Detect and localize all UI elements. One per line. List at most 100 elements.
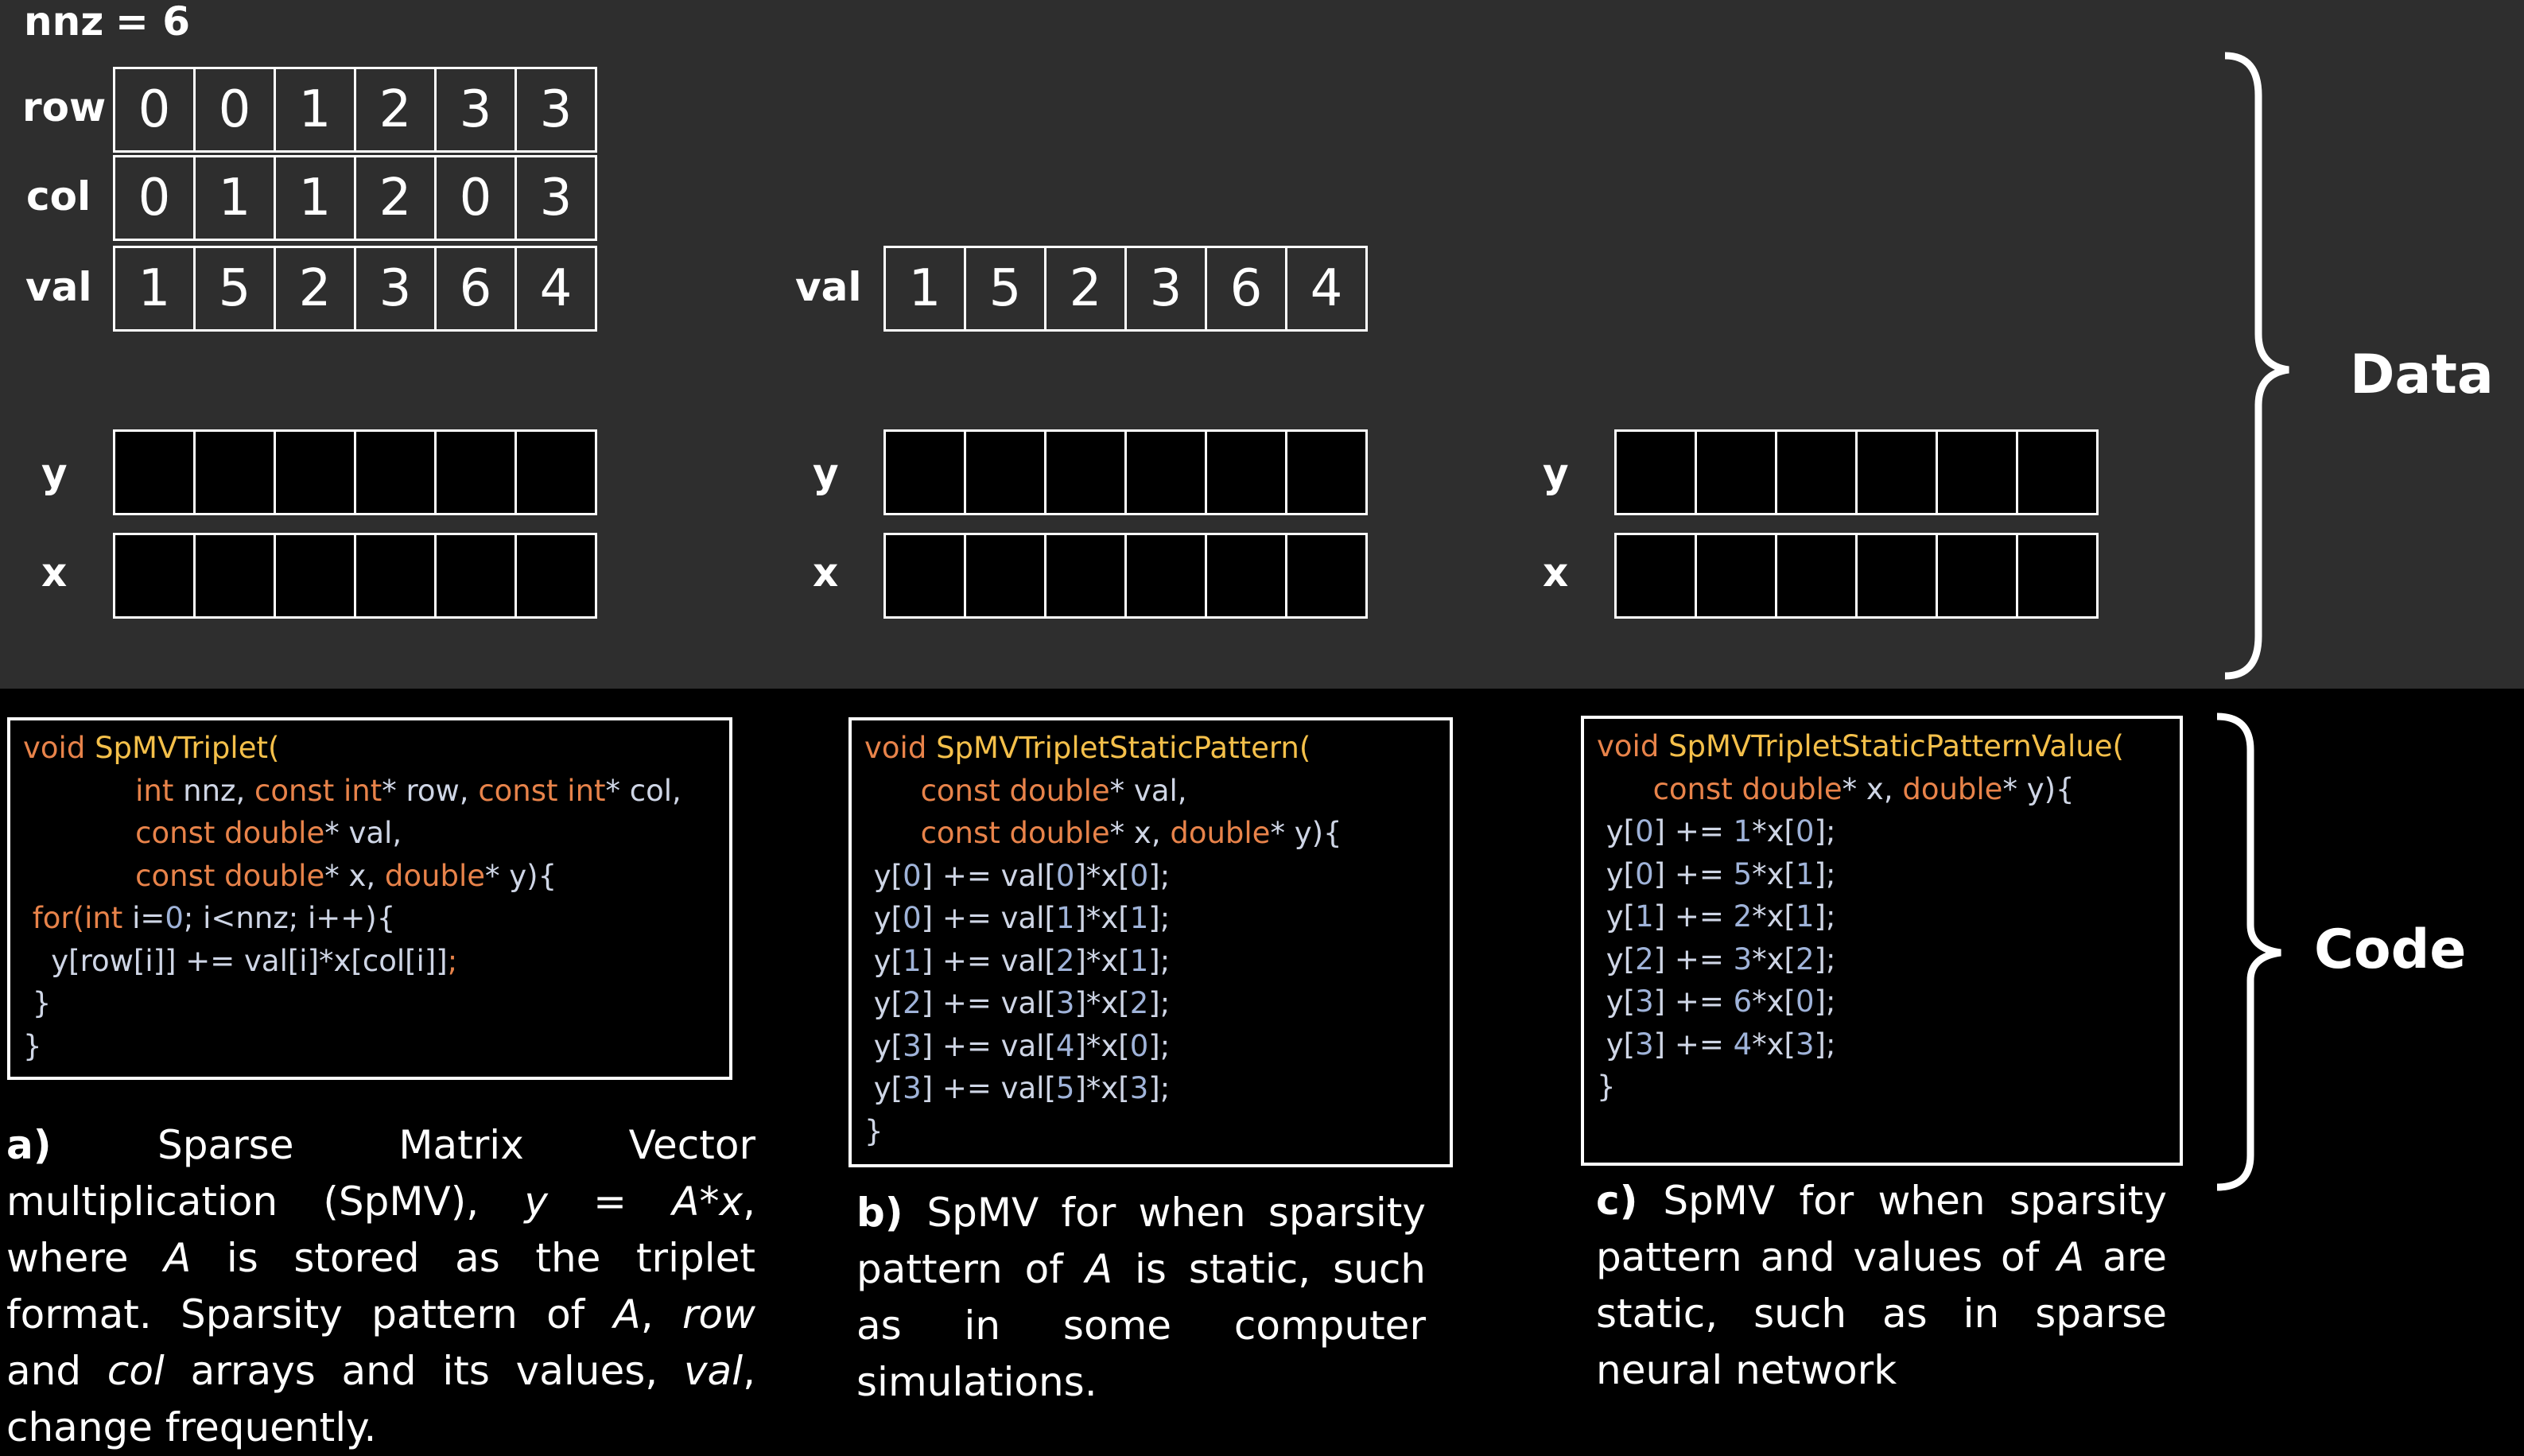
code-token: 0 xyxy=(1055,858,1075,893)
code-line: y[2] += val[3]*x[2]; xyxy=(864,982,1437,1025)
code-token: * y){ xyxy=(1270,816,1342,850)
code-token: y[ xyxy=(864,858,903,893)
caption-segment: c) xyxy=(1596,1178,1664,1224)
code-token: double xyxy=(384,858,486,893)
caption-segment: A xyxy=(613,1291,641,1338)
code-token: *x[ xyxy=(1752,899,1796,934)
code-token: SpMVTriplet( xyxy=(95,731,280,765)
row-label-a: row xyxy=(22,84,107,130)
code-token: for( xyxy=(23,901,85,935)
code-line: } xyxy=(864,1110,1437,1153)
code-token: const int xyxy=(254,773,382,808)
code-token: y[ xyxy=(1597,899,1636,934)
code-token: ]; xyxy=(1814,899,1836,934)
code-token: y[row[i]] += val[i]*x[col[i]] xyxy=(23,943,448,978)
empty-array-cell xyxy=(193,429,276,515)
empty-array-cell xyxy=(193,533,276,619)
code-token: i= xyxy=(132,901,165,935)
code-token: ] += val[ xyxy=(921,901,1056,935)
code-token: 0 xyxy=(1129,1028,1149,1063)
code-token: 0 xyxy=(165,901,184,935)
code-token: ; i<nnz; i++){ xyxy=(183,901,396,935)
code-token: ] += xyxy=(1653,899,1734,934)
code-token: * x, xyxy=(1109,816,1171,850)
caption-segment: Sparse Matrix Vector multiplication (SpM… xyxy=(6,1122,755,1225)
array-cell: 1 xyxy=(883,246,966,332)
code-token: y[ xyxy=(1597,942,1636,976)
code-token: 6 xyxy=(1733,984,1753,1019)
code-line: const double* x, double* y){ xyxy=(864,812,1437,855)
array-cell: 5 xyxy=(964,246,1046,332)
code-token: ]*x[ xyxy=(1074,986,1130,1020)
code-line: y[3] += 6*x[0]; xyxy=(1597,980,2167,1023)
code-token: } xyxy=(1597,1070,1616,1104)
array-cell: 3 xyxy=(1124,246,1207,332)
code-token: int xyxy=(84,901,133,935)
code-token: 1 xyxy=(1796,899,1815,934)
empty-array-cell xyxy=(354,429,437,515)
caption-segment: b) xyxy=(856,1190,927,1236)
code-token: y[ xyxy=(864,1071,903,1105)
code-token: } xyxy=(23,986,52,1020)
code-brace-label: Code xyxy=(2314,918,2467,981)
x-label-a: x xyxy=(41,549,68,596)
code-token: double xyxy=(1170,816,1271,850)
empty-array-cell xyxy=(1936,533,2018,619)
code-token: ] += val[ xyxy=(921,943,1056,978)
code-token: ]; xyxy=(1814,814,1836,848)
code-token: y[ xyxy=(864,1028,903,1063)
code-line: } xyxy=(23,982,716,1025)
code-token: ] += val[ xyxy=(921,1071,1056,1105)
code-token: ]*x[ xyxy=(1074,1071,1130,1105)
array-cell: 3 xyxy=(515,155,597,241)
code-token: void xyxy=(23,731,95,765)
code-token: y[ xyxy=(1597,814,1636,848)
code-token: * val, xyxy=(324,816,402,850)
empty-array-cell xyxy=(434,533,517,619)
array-cell: 1 xyxy=(274,67,356,153)
empty-array-cell xyxy=(964,429,1046,515)
nnz-value: = 6 xyxy=(115,0,191,45)
code-token: 3 xyxy=(1796,1027,1815,1062)
code-token: 1 xyxy=(1733,814,1753,848)
array-cell: 3 xyxy=(354,246,437,332)
empty-array-cell xyxy=(1614,533,1697,619)
x-label-b: x xyxy=(813,549,839,596)
array-cell: 2 xyxy=(274,246,356,332)
array-cell: 5 xyxy=(193,246,276,332)
nnz-label: nnz xyxy=(24,0,104,45)
empty-array-cell xyxy=(2016,533,2099,619)
code-token: double xyxy=(1902,771,2003,806)
code-token: ]; xyxy=(1814,984,1836,1019)
code-line: for(int i=0; i<nnz; i++){ xyxy=(23,897,716,940)
y-array-a xyxy=(113,429,597,515)
empty-array-cell xyxy=(1205,533,1287,619)
code-line: y[3] += 4*x[3]; xyxy=(1597,1023,2167,1066)
code-token: ]; xyxy=(1148,943,1171,978)
code-token: ]*x[ xyxy=(1074,901,1130,935)
x-array-b xyxy=(883,533,1368,619)
code-token: *x[ xyxy=(1752,1027,1796,1062)
code-block-b: void SpMVTripletStaticPattern( const dou… xyxy=(848,717,1453,1167)
caption-segment: a) xyxy=(6,1122,157,1168)
code-line: y[0] += 1*x[0]; xyxy=(1597,810,2167,853)
array-cell: 2 xyxy=(354,67,437,153)
caption-segment: , xyxy=(640,1291,682,1338)
code-line: void SpMVTripletStaticPatternValue( xyxy=(1597,725,2167,768)
code-line: int nnz, const int* row, const int* col, xyxy=(23,770,716,813)
code-token: 0 xyxy=(1635,856,1654,891)
array-cell: 0 xyxy=(193,67,276,153)
code-token: 0 xyxy=(1796,814,1815,848)
code-token: 1 xyxy=(1055,901,1075,935)
empty-array-cell xyxy=(1855,429,1938,515)
code-token: * col, xyxy=(605,773,681,808)
code-line: const double* val, xyxy=(23,812,716,855)
caption-segment: SpMV for when sparsity pattern and value… xyxy=(1596,1178,2167,1280)
code-token: 3 xyxy=(1635,1027,1654,1062)
code-line: y[row[i]] += val[i]*x[col[i]]; xyxy=(23,940,716,983)
code-token: ; xyxy=(447,943,458,978)
code-line: const double* x, double* y){ xyxy=(1597,768,2167,811)
code-line: } xyxy=(23,1025,716,1068)
empty-array-cell xyxy=(113,533,196,619)
code-line: y[0] += 5*x[1]; xyxy=(1597,853,2167,896)
